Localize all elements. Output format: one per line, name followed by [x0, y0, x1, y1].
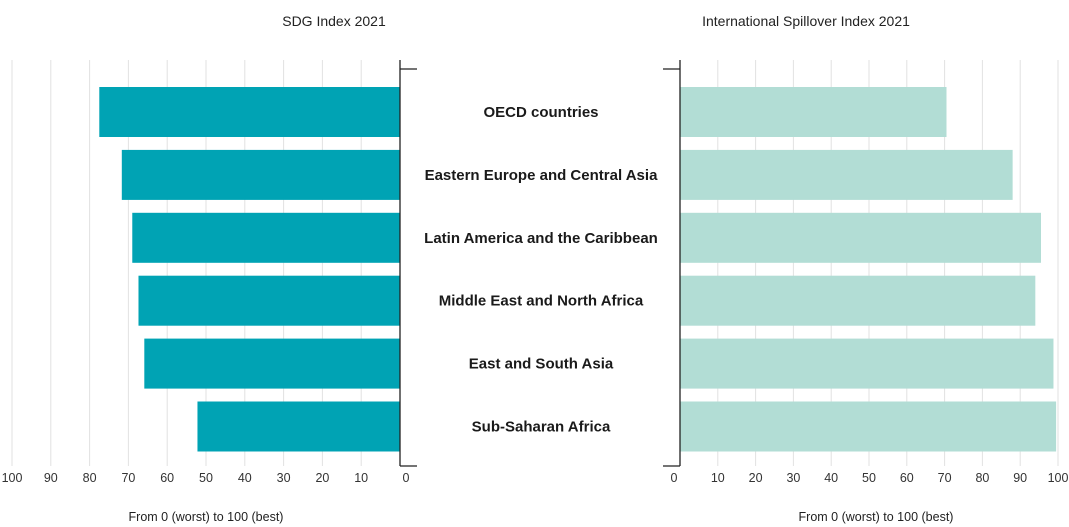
right-bar — [680, 212, 1041, 263]
right-tick-label: 80 — [975, 471, 989, 485]
left-tick-label: 60 — [160, 471, 174, 485]
left-tick-label: 80 — [83, 471, 97, 485]
category-label: Sub-Saharan Africa — [472, 419, 611, 436]
right-tick-label: 0 — [671, 471, 678, 485]
left-bars — [99, 87, 401, 452]
left-axis-label: From 0 (worst) to 100 (best) — [129, 510, 284, 524]
left-tick-label: 30 — [277, 471, 291, 485]
right-tick-label: 90 — [1013, 471, 1027, 485]
left-bar — [99, 87, 401, 137]
right-tick-label: 60 — [900, 471, 914, 485]
category-label: Middle East and North Africa — [439, 293, 644, 310]
left-tick-label: 0 — [403, 471, 410, 485]
left-tick-label: 70 — [121, 471, 135, 485]
left-bar — [121, 149, 400, 200]
right-bar — [680, 149, 1013, 200]
left-bar — [197, 401, 400, 452]
right-tick-label: 50 — [862, 471, 876, 485]
right-panel-title: International Spillover Index 2021 — [702, 13, 910, 29]
right-tick-label: 70 — [938, 471, 952, 485]
left-bar — [138, 275, 400, 326]
right-bars — [680, 87, 1057, 452]
left-tick-label: 90 — [44, 471, 58, 485]
left-tick-label: 40 — [238, 471, 252, 485]
right-tick-label: 30 — [786, 471, 800, 485]
right-tick-labels: 0 10 20 30 40 50 60 70 80 90 100 — [671, 471, 1069, 485]
category-label: Latin America and the Caribbean — [424, 230, 658, 247]
left-tick-label: 20 — [315, 471, 329, 485]
left-bar — [132, 212, 400, 263]
category-label: OECD countries — [483, 104, 598, 121]
left-tick-label: 100 — [2, 471, 23, 485]
right-tick-label: 100 — [1048, 471, 1069, 485]
right-bar — [680, 401, 1057, 452]
right-bar — [680, 275, 1036, 326]
right-tick-label: 20 — [749, 471, 763, 485]
left-panel-title: SDG Index 2021 — [282, 13, 386, 29]
category-label: East and South Asia — [469, 356, 614, 373]
right-tick-label: 10 — [711, 471, 725, 485]
left-tick-label: 10 — [354, 471, 368, 485]
right-axis-label: From 0 (worst) to 100 (best) — [799, 510, 954, 524]
left-tick-label: 50 — [199, 471, 213, 485]
category-label: Eastern Europe and Central Asia — [425, 167, 659, 184]
right-bar — [680, 87, 947, 137]
right-bar — [680, 338, 1054, 389]
right-tick-label: 40 — [824, 471, 838, 485]
left-bar — [144, 338, 400, 389]
